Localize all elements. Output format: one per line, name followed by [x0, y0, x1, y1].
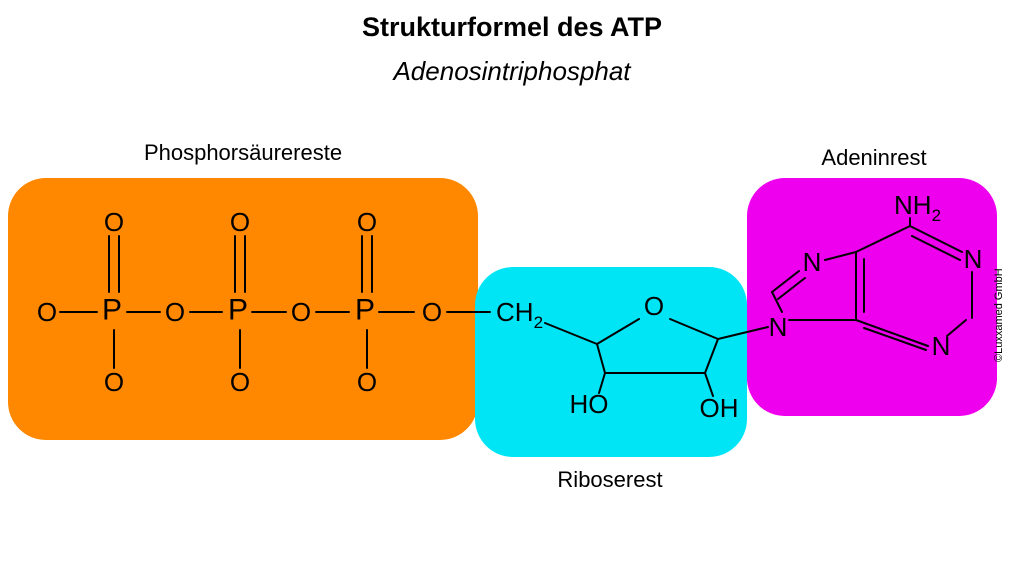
atom-labels: O P O P O P O O O O O O O O HO OH N N N …: [37, 207, 983, 423]
oxygen-atom: O: [165, 297, 185, 327]
oxygen-atom: O: [357, 207, 377, 237]
adenine-group-box: [747, 178, 997, 416]
phosphorus-atom: P: [355, 294, 375, 327]
hydroxyl-group-left: HO: [570, 389, 609, 419]
nitrogen-atom: N: [769, 312, 788, 342]
oxygen-atom: O: [357, 367, 377, 397]
oxygen-atom: O: [37, 297, 57, 327]
adenine-group-label: Adeninrest: [821, 145, 927, 170]
ring-oxygen-atom: O: [644, 291, 664, 321]
phosphorus-atom: P: [102, 294, 122, 327]
diagram-title: Strukturformel des ATP: [361, 12, 663, 42]
nitrogen-atom: N: [803, 247, 822, 277]
oxygen-atom: O: [291, 297, 311, 327]
ribose-group-label: Riboserest: [557, 467, 663, 492]
oxygen-atom: O: [104, 367, 124, 397]
oxygen-atom: O: [230, 207, 250, 237]
oxygen-atom: O: [104, 207, 124, 237]
nh2-group: NH2: [894, 190, 941, 225]
oxygen-atom: O: [230, 367, 250, 397]
phosphorus-atom: P: [228, 294, 248, 327]
nitrogen-atom: N: [932, 331, 951, 361]
nitrogen-atom: N: [964, 244, 983, 274]
phosphate-group-label: Phosphorsäurereste: [143, 140, 343, 165]
ch2-group: CH2: [496, 297, 543, 332]
ribose-group-box: [475, 267, 747, 457]
oxygen-atom: O: [422, 297, 442, 327]
bond-lines: [59, 217, 973, 397]
copyright-notice: ©Luxxamed GmbH: [993, 268, 1005, 362]
phosphate-group-box: [8, 178, 478, 440]
diagram-subtitle: Adenosintriphosphat: [393, 56, 631, 86]
hydroxyl-group-right: OH: [700, 393, 739, 423]
